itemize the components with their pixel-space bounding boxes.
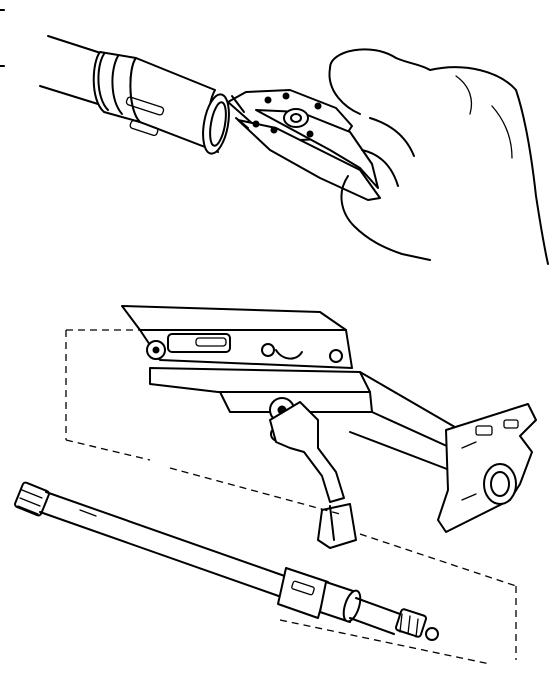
tilt-lever — [269, 397, 357, 549]
lower-panel — [14, 305, 537, 665]
upper-panel — [0, 9, 549, 265]
technician-hand — [328, 48, 549, 265]
snap-ring-pliers — [227, 89, 381, 201]
steering-shaft-upper — [39, 35, 219, 153]
snap-ring — [202, 93, 230, 155]
alignment-guide — [65, 329, 517, 665]
intermediate-shaft — [14, 481, 439, 641]
